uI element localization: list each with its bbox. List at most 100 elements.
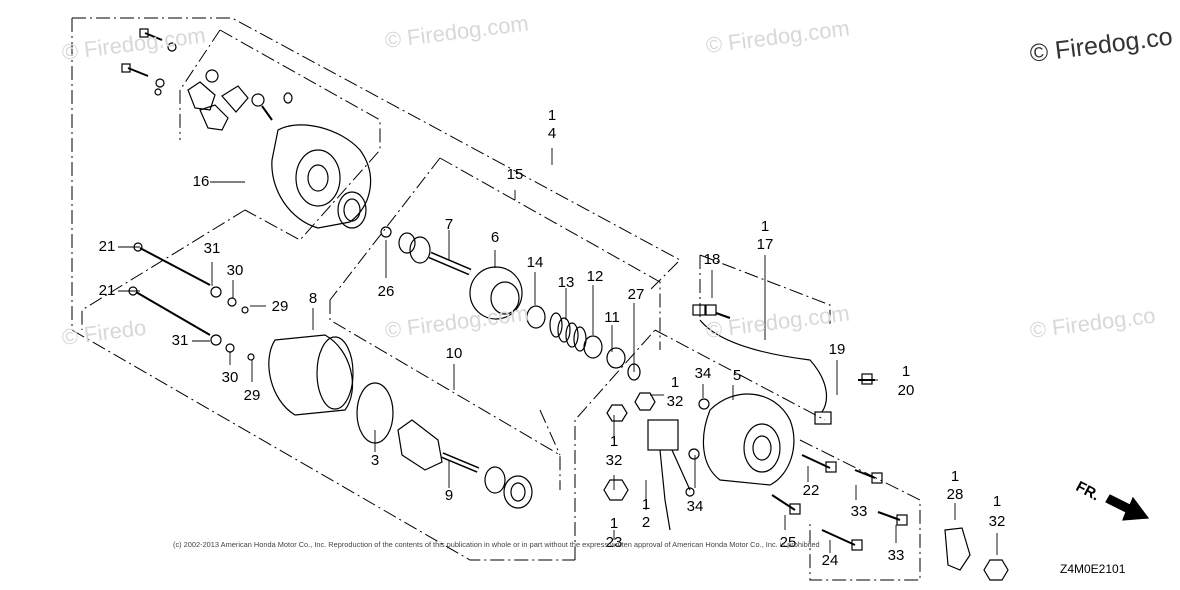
callout-2: 2	[641, 514, 651, 531]
callout-13: 13	[557, 274, 575, 291]
bolt-33-upper	[854, 469, 883, 484]
callout-12: 12	[586, 268, 604, 285]
screw-top-2	[121, 63, 165, 88]
screw-top-1	[139, 28, 177, 52]
callout-3: 3	[370, 452, 380, 469]
callout-1: 1	[641, 496, 651, 513]
callout-15: 15	[506, 166, 524, 183]
yoke-8	[268, 334, 354, 416]
callout-1: 1	[609, 515, 619, 532]
diagram-code: Z4M0E2101	[1060, 562, 1126, 576]
bushing-34-lower	[688, 448, 700, 460]
callout-28: 28	[946, 486, 964, 503]
bolt-25	[771, 494, 801, 515]
assembly-outline	[71, 17, 921, 581]
callout-9: 9	[444, 487, 454, 504]
callout-1: 1	[547, 107, 557, 124]
callout-27: 27	[627, 286, 645, 303]
callout-33: 33	[887, 547, 905, 564]
front-direction-arrow	[1105, 494, 1150, 521]
front-seal	[503, 475, 533, 509]
collar-14	[526, 305, 546, 329]
callout-1: 1	[760, 218, 770, 235]
copyright-notice: (c) 2002-2013 American Honda Motor Co., …	[173, 540, 820, 549]
callout-6: 6	[490, 229, 500, 246]
callout-7: 7	[444, 216, 454, 233]
washer-11	[606, 347, 626, 369]
o-ring-3	[356, 382, 394, 444]
callout-25: 25	[779, 534, 797, 551]
callout-1: 1	[950, 468, 960, 485]
o-ring-small	[283, 92, 293, 104]
callout-29: 29	[243, 387, 261, 404]
washer-26	[380, 226, 392, 238]
through-bolt-lower	[128, 286, 211, 336]
brush-plate-2	[199, 104, 229, 131]
callout-34: 34	[686, 498, 704, 515]
callout-26: 26	[377, 283, 395, 300]
front-housing-5	[702, 393, 795, 486]
leader-lines	[118, 148, 998, 555]
washer-30-upper	[227, 297, 237, 307]
callout-32: 32	[666, 393, 684, 410]
callout-1: 1	[609, 433, 619, 450]
callout-8: 8	[308, 290, 318, 307]
washer-30-lower	[225, 343, 235, 353]
spring-13	[549, 312, 587, 352]
callout-24: 24	[821, 552, 839, 569]
callout-32: 32	[605, 452, 623, 469]
callout-33: 33	[850, 503, 868, 520]
callout-1: 1	[901, 363, 911, 380]
washer-29-upper	[241, 306, 249, 314]
callout-21: 21	[98, 238, 116, 255]
callout-11: 11	[604, 309, 620, 326]
collar-12	[583, 335, 603, 359]
bolt-18	[705, 304, 731, 319]
bolt-24	[821, 529, 863, 551]
armature-9	[397, 419, 480, 473]
terminal-bolt-head	[251, 93, 265, 107]
parts	[121, 28, 1150, 581]
bolt-20	[858, 373, 875, 385]
callout-4: 4	[547, 125, 557, 142]
terminal-nut	[205, 69, 219, 83]
callout-19: 19	[828, 341, 846, 358]
nut-23	[603, 479, 629, 501]
nut-32a	[634, 392, 656, 411]
callout-34: 34	[694, 365, 712, 382]
callout-17: 17	[756, 236, 774, 253]
callout-5: 5	[732, 367, 742, 384]
brush-plate	[187, 81, 216, 111]
bearing-washer	[484, 466, 506, 494]
callout-1: 1	[670, 374, 680, 391]
callout-1: 1	[992, 493, 1002, 510]
brush-spring	[221, 85, 249, 113]
nut-32b	[606, 404, 628, 422]
callout-10: 10	[445, 345, 463, 362]
starter-pinion	[469, 266, 523, 320]
callout-20: 20	[897, 382, 915, 399]
callout-14: 14	[526, 254, 544, 271]
callout-30: 30	[226, 262, 244, 279]
callout-29: 29	[271, 298, 289, 315]
callout-23: 23	[605, 534, 623, 551]
bushing-34-upper	[698, 398, 710, 410]
washer-small	[154, 88, 162, 96]
washer-29-lower	[247, 353, 255, 361]
nut-32c	[983, 559, 1009, 581]
magnetic-switch-2	[647, 419, 695, 531]
snap-ring-27	[627, 363, 641, 381]
callout-16: 16	[192, 173, 210, 190]
o-ring-31-lower	[210, 334, 222, 346]
callout-18: 18	[703, 251, 721, 268]
bolt-33-lower	[877, 511, 908, 526]
callout-31: 31	[203, 240, 221, 257]
through-bolt-upper	[133, 242, 211, 286]
callout-31: 31	[171, 332, 189, 349]
rear-cover	[271, 124, 372, 229]
starter-cable-17	[692, 304, 832, 425]
callout-21: 21	[98, 282, 116, 299]
stay-28	[944, 527, 971, 571]
rear-seal	[337, 191, 367, 229]
